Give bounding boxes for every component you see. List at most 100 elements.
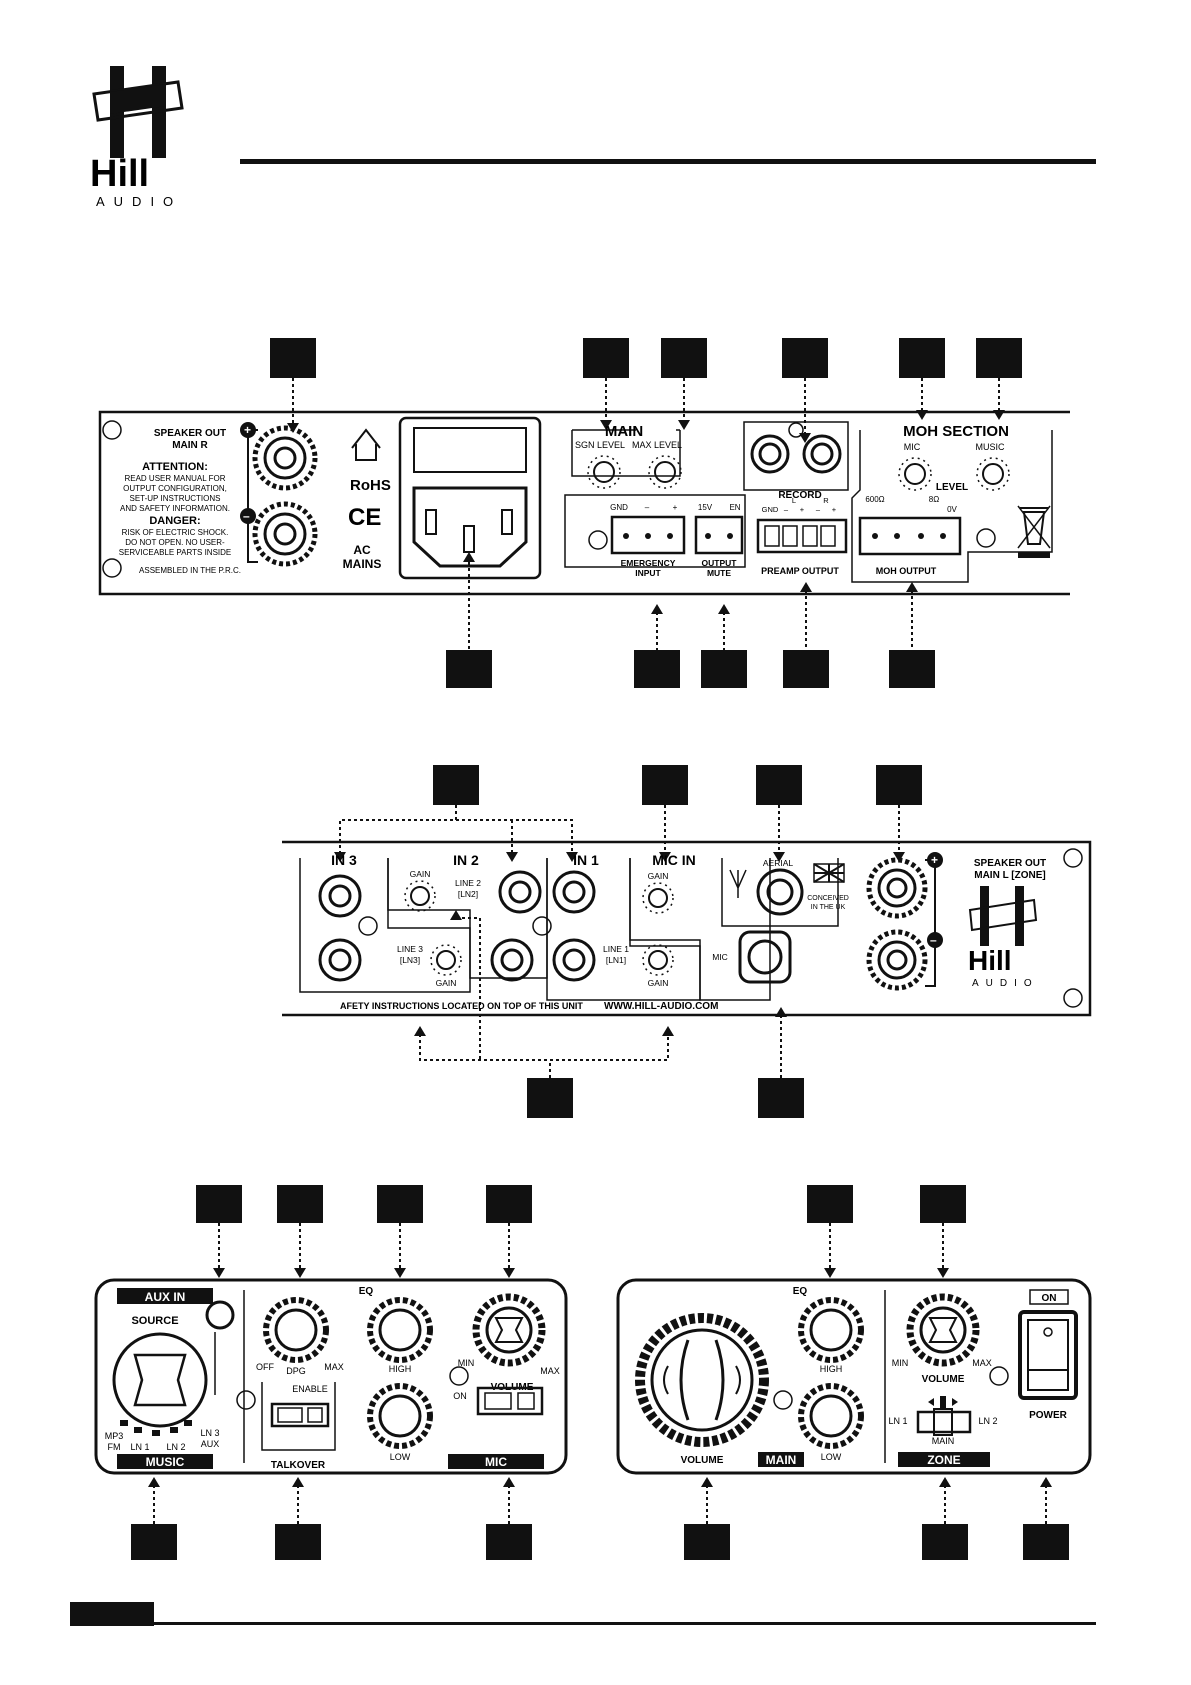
panel-label: LN 1 [130, 1442, 149, 1452]
panel-label: IN 1 [573, 852, 599, 868]
panel-label: MAX LEVEL [632, 440, 682, 450]
callout-box [684, 1524, 730, 1560]
callout-box [889, 650, 935, 688]
panel-label: AUX [201, 1439, 220, 1449]
panel-label: MAX [324, 1362, 344, 1372]
panel-label: HIGH [820, 1364, 843, 1374]
callout-box [1023, 1524, 1069, 1560]
panel-label: OUTPUT CONFIGURATION, [123, 484, 227, 493]
callout-box [642, 765, 688, 805]
panel-label: LOW [390, 1452, 411, 1462]
panel-label: ATTENTION: [142, 461, 208, 473]
panel-label: SPEAKER OUT [154, 428, 226, 439]
front-input-panel-diagram: IN 3 IN 2 IN 1 MIC IN GAIN GAIN GAIN GAI… [282, 765, 1092, 1118]
panel-label: AUX IN [145, 1290, 186, 1304]
panel-label: – [816, 505, 821, 514]
callout-box [922, 1524, 968, 1560]
panel-label: MIC IN [652, 852, 696, 868]
callout-box [701, 650, 747, 688]
panel-label: LN 2 [978, 1416, 997, 1426]
panel-label: MAIN L [ZONE] [974, 870, 1045, 881]
panel-label: [LN1] [606, 955, 626, 965]
panel-label: TALKOVER [271, 1460, 326, 1471]
panel-label: ZONE [927, 1453, 960, 1467]
panel-label: ENABLE [292, 1384, 328, 1394]
panel-label: MIC [712, 952, 728, 962]
panel-label: L [792, 496, 796, 505]
panel-label: ASSEMBLED IN THE P.R.C. [139, 566, 241, 575]
callout-box [782, 338, 828, 378]
panel-label: MUTE [707, 568, 731, 578]
callout-box [634, 650, 680, 688]
panel-label: GND [762, 505, 779, 514]
panel-label: IN 2 [453, 852, 479, 868]
front-right-control-panel: VOLUME MAIN EQ HIGH LOW MIN MAX LN 1 LN … [616, 1185, 1092, 1560]
front-left-control-panel: AUX IN SOURCE MP3 FM LN 1 LN 2 LN 3 AUX … [94, 1185, 568, 1560]
panel-label: MAIN [605, 423, 643, 440]
logo-sub: AUDIO [96, 194, 182, 209]
callout-box [758, 1078, 804, 1118]
panel-label: GAIN [436, 978, 457, 988]
callout-box [196, 1185, 242, 1223]
panel-label: DPG [286, 1366, 306, 1376]
panel-label: + [832, 505, 837, 514]
callout-box [446, 650, 492, 688]
panel-label: MAINS [343, 557, 382, 571]
panel-label: ON [1042, 1293, 1057, 1304]
panel-label: – [784, 505, 789, 514]
panel-label: 600Ω [865, 495, 884, 504]
callout-box [527, 1078, 573, 1118]
panel-label: MAIN [766, 1453, 797, 1467]
panel-label: MUSIC [146, 1455, 185, 1469]
panel-label: GAIN [410, 869, 431, 879]
panel-label: EQ [359, 1286, 374, 1297]
callout-box [876, 765, 922, 805]
callout-box [277, 1185, 323, 1223]
panel-label: WWW.HILL-AUDIO.COM [604, 1001, 718, 1012]
header-rule [240, 159, 1096, 164]
panel-label: AUDIO [972, 978, 1039, 989]
panel-label: AFETY INSTRUCTIONS LOCATED ON TOP OF THI… [340, 1001, 583, 1011]
panel-label: 8Ω [929, 495, 939, 504]
panel-label: AND SAFETY INFORMATION. [120, 504, 230, 513]
callout-box [976, 338, 1022, 378]
callout-box [486, 1185, 532, 1223]
panel-label: SPEAKER OUT [974, 858, 1046, 869]
panel-label: MP3 [105, 1431, 124, 1441]
panel-label: VOLUME [922, 1374, 965, 1385]
panel-label: [LN3] [400, 955, 420, 965]
panel-label: MAIN R [172, 440, 208, 451]
panel-label: + [800, 505, 805, 514]
panel-label: 0V [947, 505, 957, 514]
callout-box [661, 338, 707, 378]
panel-label: HIGH [389, 1364, 412, 1374]
panel-label: MAIN [932, 1436, 955, 1446]
callout-box [756, 765, 802, 805]
panel-label: RoHS [350, 477, 391, 494]
panel-label: DO NOT OPEN. NO USER- [125, 538, 225, 547]
panel-label: MAX [972, 1358, 992, 1368]
panel-label: OUTPUT [702, 558, 738, 568]
panel-label: LINE 3 [397, 944, 423, 954]
panel-label: LN 1 [888, 1416, 907, 1426]
panel-label: READ USER MANUAL FOR [124, 474, 225, 483]
panel-label: LN 2 [166, 1442, 185, 1452]
panel-label: POWER [1029, 1410, 1068, 1421]
panel-label: MOH SECTION [903, 423, 1009, 440]
panel-label: – [930, 933, 937, 947]
panel-label: + [673, 503, 678, 512]
panel-label: IN 3 [331, 852, 357, 868]
callout-box [807, 1185, 853, 1223]
callout-box [275, 1524, 321, 1560]
panel-label: SOURCE [131, 1315, 178, 1327]
panel-label: AERIAL [763, 858, 794, 868]
panel-label: MIC [485, 1455, 507, 1469]
panel-label: + [931, 853, 938, 867]
panel-label: – [645, 503, 650, 512]
panel-label: + [244, 423, 251, 437]
callout-box [899, 338, 945, 378]
panel-label: MAX [540, 1366, 560, 1376]
hill-audio-logo: Hill AUDIO [90, 66, 184, 209]
panel-label: LINE 2 [455, 878, 481, 888]
panel-label: LEVEL [936, 482, 968, 493]
